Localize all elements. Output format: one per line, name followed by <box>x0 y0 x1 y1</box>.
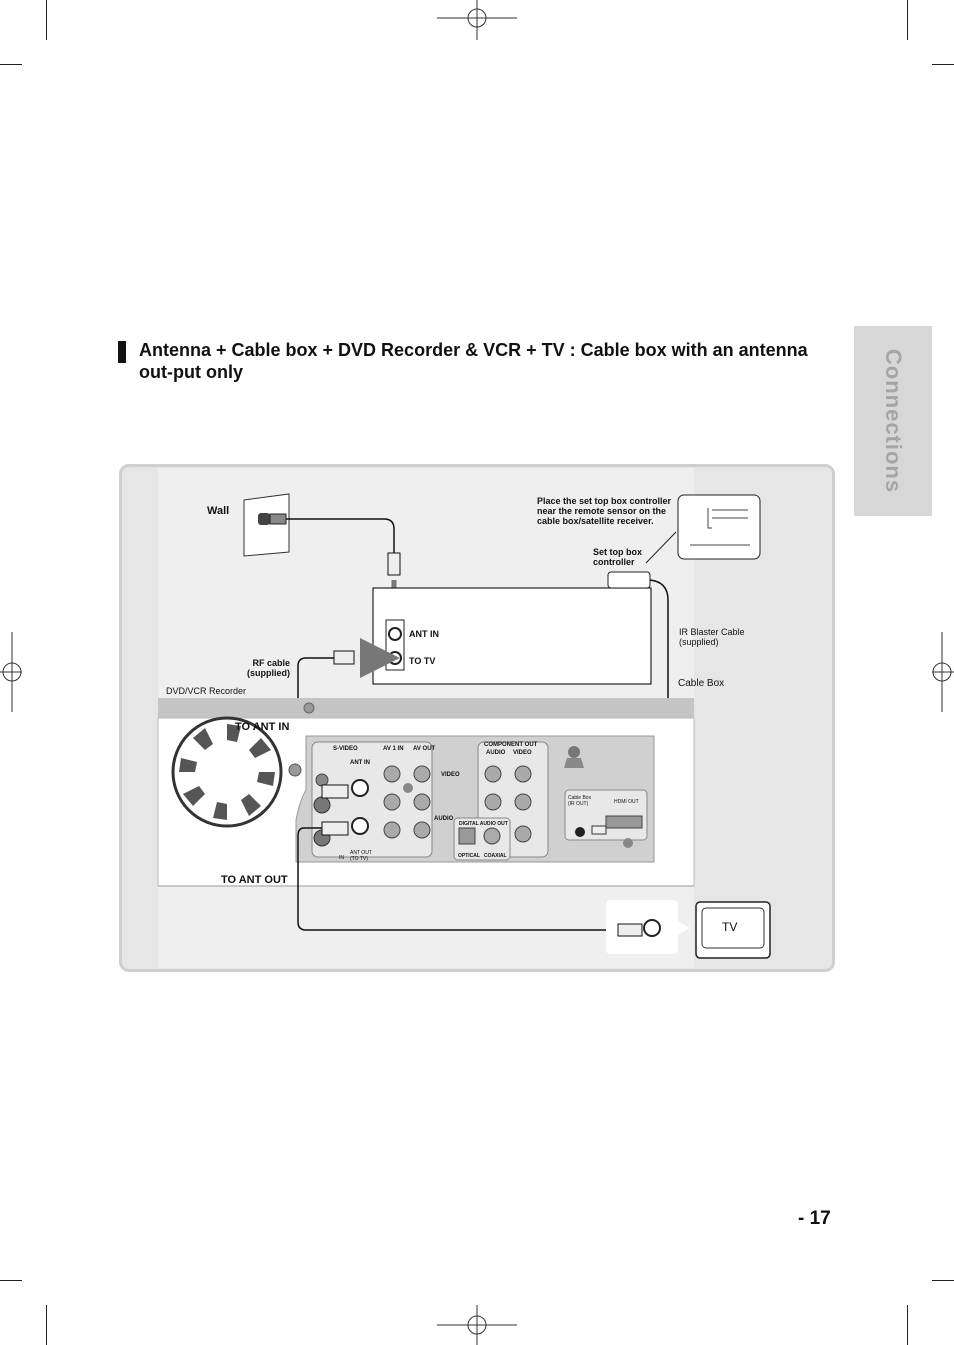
tv-label: TV <box>722 920 738 934</box>
cable-box-label: Cable Box <box>678 678 725 689</box>
to-ant-in-label: TO ANT IN <box>235 721 290 733</box>
wall-outlet <box>243 493 290 557</box>
rf-plug-ant-out <box>321 821 349 836</box>
crop-mark <box>932 64 954 65</box>
optical-label: OPTICAL <box>458 853 480 859</box>
rf-plug-ant-in <box>321 784 349 799</box>
page-number: - 17 <box>798 1208 831 1229</box>
controller-closeup <box>677 494 761 560</box>
cable-box-ir-label: Cable Box (IR OUT) <box>568 795 592 807</box>
av1-in-label: AV 1 IN <box>383 746 404 752</box>
section-tab: Connections <box>854 326 932 516</box>
wall-label: Wall <box>207 505 230 517</box>
component-video-label: VIDEO <box>513 750 532 756</box>
recorder-rear-panel <box>288 735 655 863</box>
coaxial-label: COAXIAL <box>484 853 507 859</box>
s-video-label: S-VIDEO <box>333 746 358 752</box>
crop-mark <box>907 0 908 40</box>
panel-ant-out-label: ANT OUT (TO TV) <box>350 850 372 862</box>
set-top-box-controller <box>607 571 651 589</box>
av-out-label: AV OUT <box>413 746 436 752</box>
tv-set <box>606 900 771 959</box>
to-ant-out-label: TO ANT OUT <box>221 874 288 886</box>
digital-audio-out-label: DIGITAL AUDIO OUT <box>459 821 508 827</box>
cable-box <box>372 587 652 685</box>
side-audio-label: AUDIO <box>434 816 454 822</box>
recorder-screw <box>303 702 315 714</box>
panel-ant-in-label: ANT IN <box>350 760 370 766</box>
crop-mark <box>932 1280 954 1281</box>
recorder-top-band <box>158 698 694 718</box>
cooling-fan <box>171 716 283 828</box>
crop-mark <box>0 64 22 65</box>
controller-note: Place the set top box controller near th… <box>537 496 672 526</box>
side-video-label: VIDEO <box>441 772 460 778</box>
component-audio-label: AUDIO <box>486 750 506 756</box>
rf-cable-plug-top <box>333 650 355 665</box>
crop-mark <box>0 1280 22 1281</box>
antenna-cable <box>286 518 395 553</box>
hdmi-out-label: HDMI OUT <box>614 799 639 805</box>
panel-in-label: IN <box>339 855 344 861</box>
component-out-label: COMPONENT OUT <box>484 742 538 748</box>
section-heading: Antenna + Cable box + DVD Recorder & VCR… <box>139 340 808 382</box>
ir-blaster-label: IR Blaster Cable (supplied) <box>679 627 745 647</box>
tv-cable <box>297 827 620 931</box>
crop-mark <box>46 1305 47 1345</box>
ant-in-label: ANT IN <box>409 629 439 639</box>
heading-marker <box>118 341 126 363</box>
crop-mark <box>46 0 47 40</box>
set-top-box-controller-label: Set top box controller <box>593 547 642 567</box>
crop-mark <box>907 1305 908 1345</box>
to-tv-label: TO TV <box>409 656 436 666</box>
dvd-vcr-recorder-label: DVD/VCR Recorder <box>166 686 247 696</box>
rf-cable-label: RF cable (supplied) <box>247 658 290 678</box>
antenna-cable-plug <box>387 552 401 576</box>
controller-pointer <box>645 531 677 564</box>
